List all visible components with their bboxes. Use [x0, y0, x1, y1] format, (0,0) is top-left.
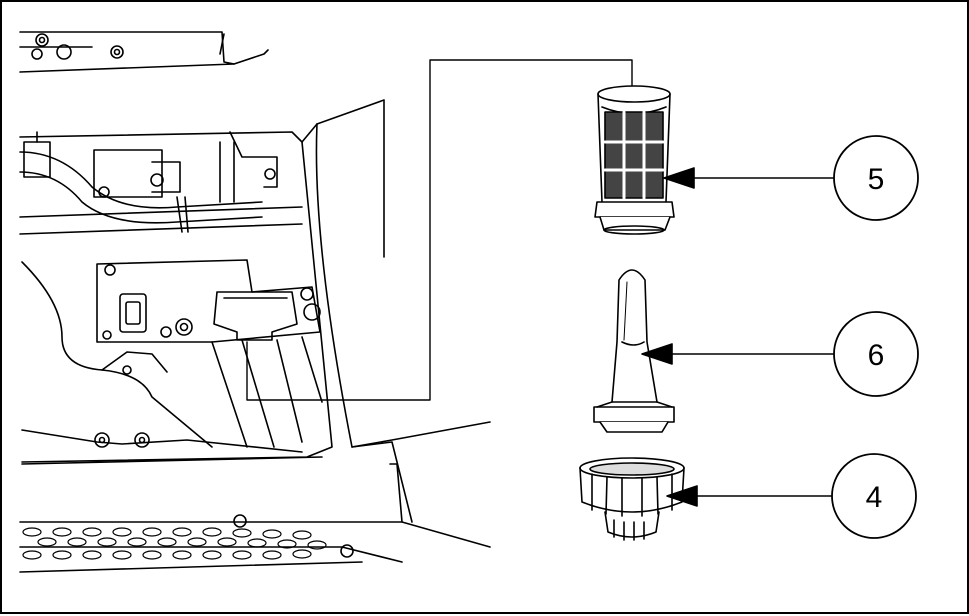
machine-cutaway-illustration — [19, 31, 491, 573]
callout-leader-4 — [666, 485, 835, 507]
callout-circle-5 — [833, 135, 919, 221]
callout-label-4: 4 — [866, 481, 883, 514]
callout-circle-4 — [831, 453, 917, 539]
exploded-view-leader — [246, 59, 633, 401]
callout-leader-6 — [641, 343, 835, 365]
callout-label-6: 6 — [868, 339, 885, 372]
callout-circle-6 — [833, 311, 919, 397]
step-grate-holes — [22, 527, 327, 560]
filter-cap-icon — [579, 457, 685, 541]
filter-stem-icon — [593, 269, 675, 433]
callout-label-5: 5 — [868, 163, 885, 196]
callout-leader-5 — [663, 167, 835, 189]
filter-screen-icon — [594, 85, 675, 235]
